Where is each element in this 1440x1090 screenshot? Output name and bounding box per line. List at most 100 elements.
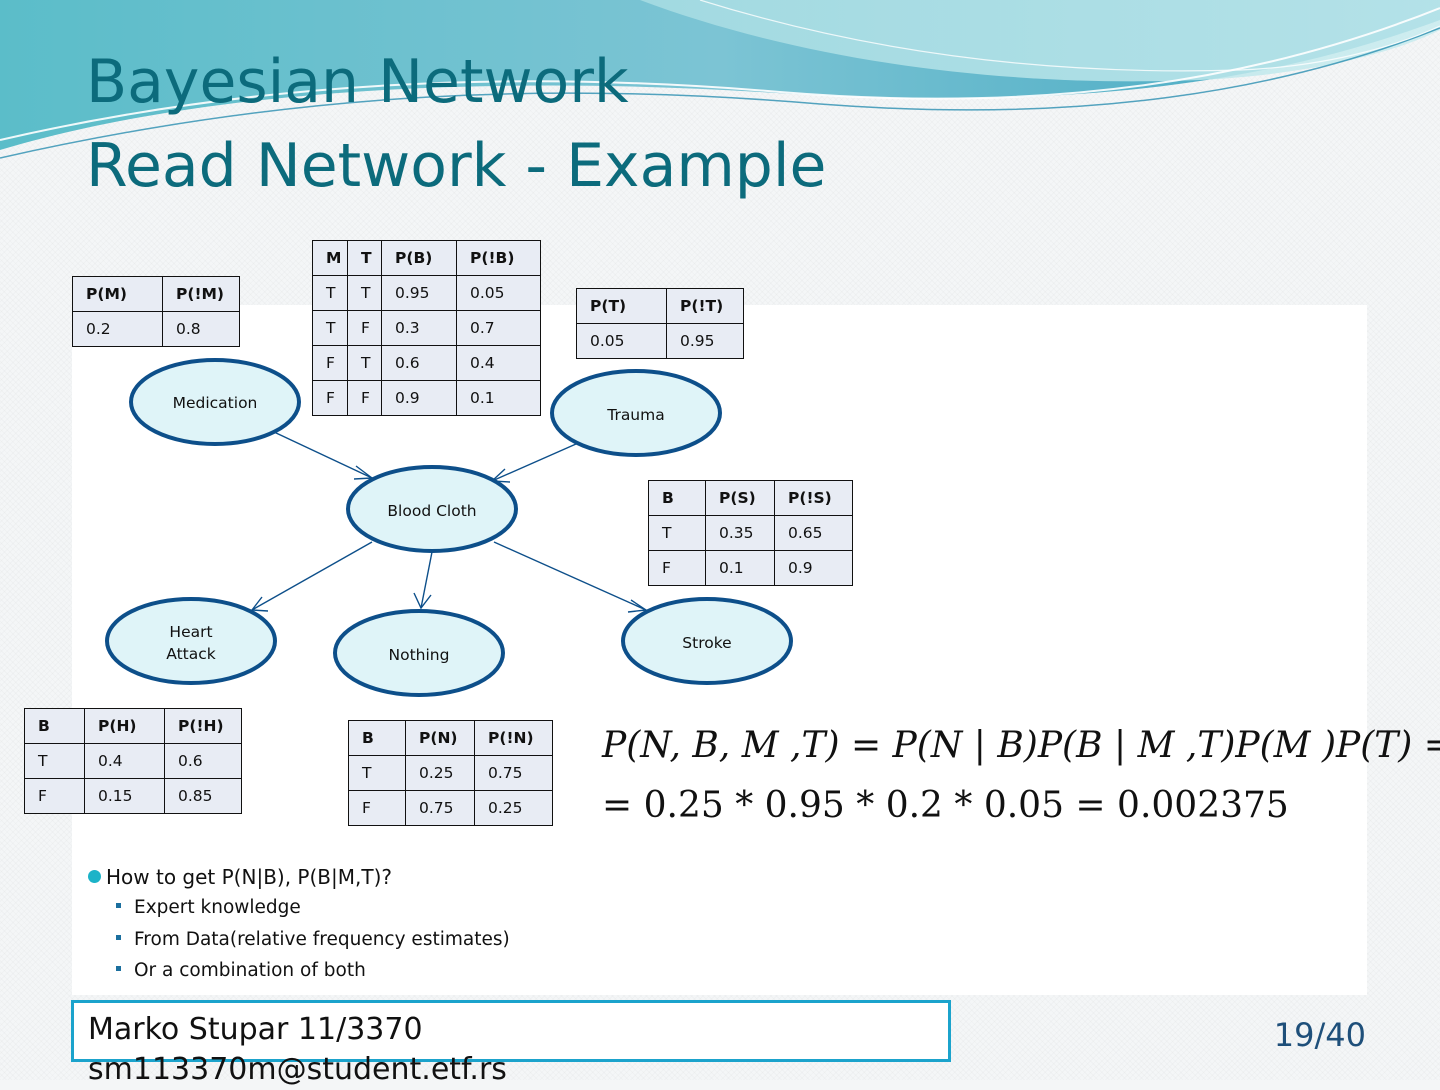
- table-row: 0.2 0.8: [72, 311, 240, 347]
- node-heart-attack: Heart Attack: [105, 597, 277, 685]
- table-cell: F: [312, 345, 348, 381]
- table-cell: 0.3: [381, 310, 457, 346]
- table-cell: 0.4: [84, 743, 165, 779]
- cpt-blood-cloth: M T P(B) P(!B) T T 0.95 0.05 T F 0.3 0.7…: [312, 240, 541, 416]
- table-cell: F: [348, 790, 406, 826]
- edge-bloodcloth-nothing: [413, 551, 433, 610]
- node-label-heart: Heart: [169, 623, 212, 641]
- table-cell: 0.25: [405, 755, 475, 791]
- table-cell: 0.75: [405, 790, 475, 826]
- table-header-row: B P(H) P(!H): [24, 708, 242, 744]
- slide-title: Bayesian Network Read Network - Example: [86, 40, 826, 208]
- table-cell: 0.6: [381, 345, 457, 381]
- table-header-cell: P(T): [576, 288, 667, 324]
- table-header-cell: B: [648, 480, 706, 516]
- edge-trauma-bloodcloth: [490, 443, 577, 483]
- title-line-2: Read Network - Example: [86, 131, 827, 201]
- sub-bullet-square-icon: [116, 966, 121, 971]
- sub-bullet-square-icon: [116, 903, 121, 908]
- cpt-trauma: P(T) P(!T) 0.05 0.95: [576, 288, 744, 359]
- table-row: F F 0.9 0.1: [312, 380, 541, 416]
- table-cell: 0.15: [84, 778, 165, 814]
- node-medication: Medication: [129, 358, 301, 446]
- table-header-cell: P(S): [705, 480, 775, 516]
- table-row: T 0.35 0.65: [648, 515, 853, 551]
- table-header-row: B P(S) P(!S): [648, 480, 853, 516]
- edge-medication-bloodcloth: [273, 431, 374, 480]
- table-header-cell: B: [24, 708, 85, 744]
- table-cell: 0.95: [666, 323, 744, 359]
- edge-bloodcloth-heartattack: [250, 541, 373, 612]
- sub-bullet-list: Expert knowledge From Data(relative freq…: [116, 892, 510, 987]
- table-header-cell: B: [348, 720, 406, 756]
- bullet-dot-icon: [88, 870, 101, 883]
- bullet-item: How to get P(N|B), P(B|M,T)?: [88, 862, 510, 892]
- table-header-row: P(M) P(!M): [72, 276, 240, 312]
- node-label-medication: Medication: [173, 394, 258, 412]
- table-cell: T: [312, 310, 348, 346]
- footer-box: [71, 1000, 951, 1062]
- table-header-row: M T P(B) P(!B): [312, 240, 541, 276]
- header-swoosh-decoration: [0, 0, 1440, 159]
- page-number: 19/40: [1273, 1016, 1366, 1054]
- node-nothing: Nothing: [333, 609, 505, 697]
- table-cell: T: [347, 345, 382, 381]
- node-label-nothing: Nothing: [389, 646, 450, 664]
- formula-line-1: P(N, B, M ,T) = P(N | B)P(B | M ,T)P(M )…: [602, 725, 1440, 766]
- table-cell: F: [648, 550, 706, 586]
- table-header-cell: P(!H): [164, 708, 242, 744]
- table-cell: T: [312, 275, 348, 311]
- footer-email: sm113370m@student.etf.rs: [88, 1052, 507, 1087]
- table-cell: 0.1: [705, 550, 775, 586]
- table-header-cell: P(N): [405, 720, 475, 756]
- node-label-stroke: Stroke: [682, 634, 731, 652]
- table-header-cell: P(!N): [474, 720, 553, 756]
- sub-bullet-square-icon: [116, 934, 121, 940]
- table-cell: 0.35: [705, 515, 775, 551]
- table-header-cell: P(!M): [162, 276, 240, 312]
- node-label-blood-cloth: Blood Cloth: [387, 502, 476, 520]
- table-header-cell: P(B): [381, 240, 457, 276]
- table-header-cell: P(!S): [774, 480, 853, 516]
- edge-bloodcloth-stroke: [493, 541, 648, 613]
- node-blood-cloth: Blood Cloth: [346, 465, 518, 553]
- table-cell: 0.65: [774, 515, 853, 551]
- table-header-cell: T: [347, 240, 382, 276]
- sub-bullet-item: From Data(relative frequency estimates): [116, 924, 510, 956]
- bullet-text: How to get P(N|B), P(B|M,T)?: [106, 865, 392, 889]
- table-row: T T 0.95 0.05: [312, 275, 541, 311]
- node-trauma: Trauma: [550, 369, 722, 457]
- table-cell: F: [347, 310, 382, 346]
- title-line-1: Bayesian Network: [86, 47, 629, 117]
- sub-bullet-text: Or a combination of both: [134, 960, 366, 981]
- sub-bullet-text: From Data(relative frequency estimates): [134, 928, 510, 950]
- sub-bullet-item: Or a combination of both: [116, 955, 510, 987]
- node-label-attack: Attack: [166, 645, 216, 663]
- table-header-cell: M: [312, 240, 348, 276]
- table-cell: 0.75: [474, 755, 553, 791]
- formula-line-2: = 0.25 * 0.95 * 0.2 * 0.05 = 0.002375: [602, 785, 1289, 826]
- table-row: T F 0.3 0.7: [312, 310, 541, 346]
- table-cell: T: [648, 515, 706, 551]
- cpt-heart-attack: B P(H) P(!H) T 0.4 0.6 F 0.15 0.85: [24, 708, 242, 814]
- table-row: 0.05 0.95: [576, 323, 744, 359]
- table-header-cell: P(M): [72, 276, 163, 312]
- table-row: F 0.15 0.85: [24, 778, 242, 814]
- table-cell: 0.95: [381, 275, 457, 311]
- table-cell: 0.05: [456, 275, 541, 311]
- cpt-medication: P(M) P(!M) 0.2 0.8: [72, 276, 240, 347]
- table-cell: 0.4: [456, 345, 541, 381]
- table-cell: F: [24, 778, 85, 814]
- node-label-trauma: Trauma: [606, 406, 664, 424]
- bullet-list: How to get P(N|B), P(B|M,T)? Expert know…: [88, 862, 510, 987]
- table-header-row: B P(N) P(!N): [348, 720, 553, 756]
- sub-bullet-item: Expert knowledge: [116, 892, 510, 924]
- table-cell: 0.05: [576, 323, 667, 359]
- cpt-nothing: B P(N) P(!N) T 0.25 0.75 F 0.75 0.25: [348, 720, 553, 826]
- table-cell: T: [347, 275, 382, 311]
- footer-name: Marko Stupar 11/3370: [88, 1012, 423, 1047]
- table-row: F 0.75 0.25: [348, 790, 553, 826]
- table-header-cell: P(!B): [456, 240, 541, 276]
- table-row: T 0.25 0.75: [348, 755, 553, 791]
